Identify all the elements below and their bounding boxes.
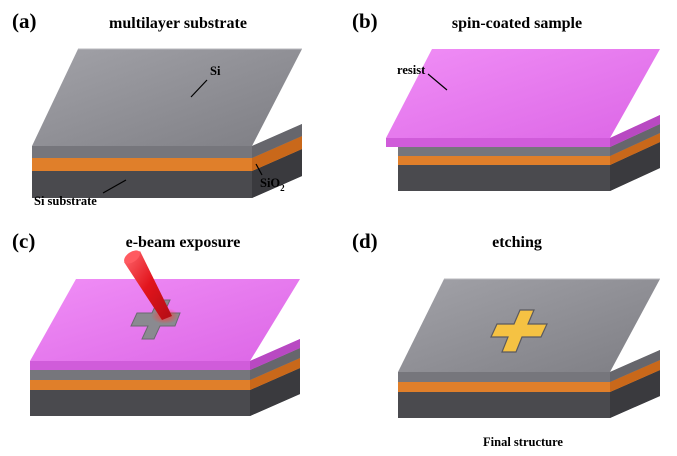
substrate-callout-line <box>102 179 127 194</box>
substrate-label: Si substrate <box>34 194 97 208</box>
sio2-layer <box>30 358 300 390</box>
panel-a-title: multilayer substrate <box>109 15 247 32</box>
panel-c-letter: (c) <box>12 229 35 253</box>
panel-a: (a) multilayer substrate Si SiO2 Si subs… <box>12 9 302 208</box>
si-layer-side <box>32 124 302 158</box>
sio2-layer <box>32 136 302 171</box>
sio2-layer <box>398 360 660 392</box>
resist-label: resist <box>397 63 426 77</box>
etched-cross <box>490 309 548 353</box>
final-structure-caption: Final structure <box>483 435 563 449</box>
panel-b-letter: (b) <box>352 9 378 33</box>
panel-c: (c) e-beam exposure <box>12 229 300 416</box>
si-layer-side <box>398 350 660 382</box>
sio2-subscript: 2 <box>280 183 285 193</box>
si-layer-side <box>30 348 300 380</box>
panel-d-title: etching <box>492 234 542 251</box>
panel-b: (b) spin-coated sample resist <box>352 9 660 191</box>
sio2-layer <box>398 133 660 165</box>
si-substrate-layer <box>398 370 660 418</box>
panel-a-letter: (a) <box>12 9 37 33</box>
panel-d-letter: (d) <box>352 229 378 253</box>
sio2-label: SiO <box>260 176 280 190</box>
si-substrate-layer <box>398 142 660 191</box>
resist-layer-side <box>30 339 300 370</box>
si-top-surface <box>32 49 302 146</box>
electron-beam <box>124 251 172 320</box>
panel-d: (d) etching Final structure <box>352 229 660 449</box>
panel-c-title: e-beam exposure <box>126 234 241 251</box>
si-substrate-layer <box>32 149 302 198</box>
svg-text:SiO2: SiO2 <box>260 176 285 193</box>
resist-callout-line <box>427 73 448 91</box>
si-layer-side <box>398 124 660 156</box>
sio2-callout-line <box>255 163 263 176</box>
resist-layer-side <box>386 115 660 147</box>
resist-top-surface <box>386 49 660 138</box>
si-callout-line <box>190 79 208 98</box>
panel-b-title: spin-coated sample <box>452 15 582 32</box>
si-label: Si <box>210 64 221 78</box>
si-substrate-layer <box>30 368 300 416</box>
